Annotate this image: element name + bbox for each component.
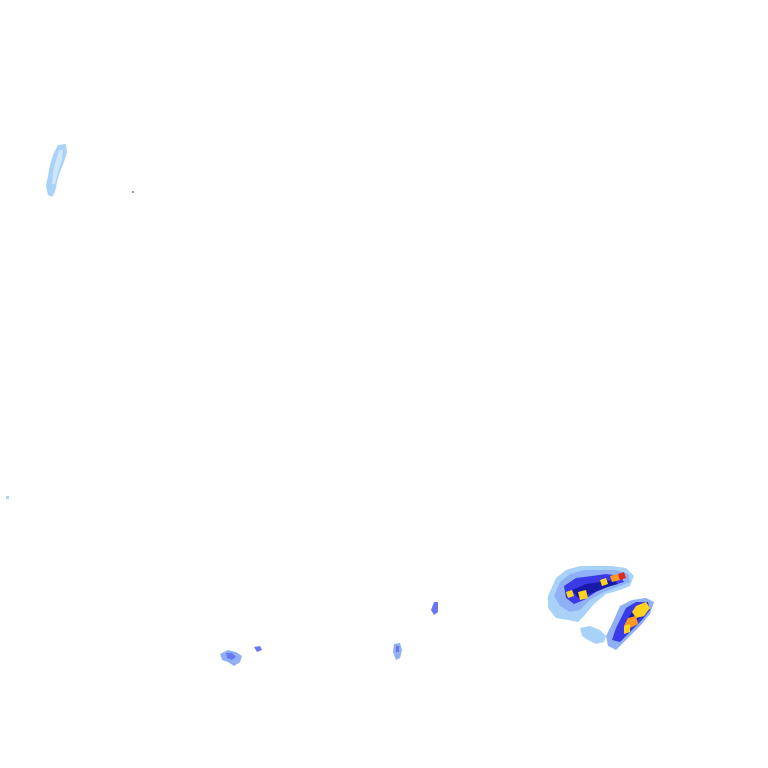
echo-west-speck: [6, 496, 9, 499]
echo-south-cluster-left-spot: [254, 646, 262, 652]
noise-dot: [132, 191, 134, 193]
echo-south-cluster-mid-core: [396, 646, 399, 652]
echo-south-cluster-center: [431, 602, 438, 615]
echo-northwest-streak: [46, 144, 67, 197]
storm-cell-yellow-1: [566, 590, 574, 598]
storm-cell-red-1: [618, 572, 626, 580]
echo-northwest-streak-inner: [52, 150, 63, 184]
echo-south-cluster-center-body: [431, 602, 438, 615]
echo-south-cluster-left-core: [226, 653, 236, 660]
echo-southeast-storm: [548, 566, 654, 650]
storm-arm-light: [580, 626, 606, 644]
echo-west-speck-pixel: [6, 496, 9, 499]
echo-south-cluster-left: [220, 646, 262, 666]
storm-cell-orange-1: [610, 574, 620, 582]
echo-south-cluster-mid: [393, 643, 402, 660]
storm-cell-yellow-5: [624, 624, 630, 634]
storm-cell-yellow-4: [632, 602, 650, 618]
storm-cell-yellow-2: [578, 590, 588, 600]
storm-cell-yellow-3: [600, 578, 608, 586]
